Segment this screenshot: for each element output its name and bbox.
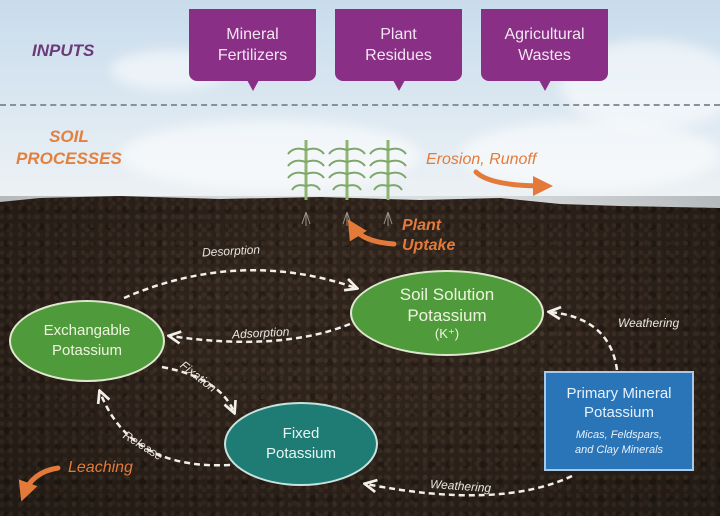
node-label-line1: Exchangable — [43, 322, 131, 339]
cloud — [120, 120, 420, 190]
primary-subtitle: Micas, Feldspars, and Clay Minerals — [575, 428, 663, 458]
primary-subtitle-line2: and Clay Minerals — [574, 444, 664, 456]
primary-title-line1: Primary Mineral — [566, 385, 672, 402]
release-flow-arrow — [100, 392, 231, 467]
node-label-line1: Soil Solution — [399, 285, 495, 304]
plant-uptake-label: Plant Uptake — [402, 216, 455, 256]
inputs-section-label: INPUTS — [32, 41, 95, 60]
input-label-line2: Fertilizers — [217, 47, 288, 64]
desorption-flow-arrow — [123, 268, 356, 300]
node-label-line1: Fixed — [282, 425, 320, 442]
input-label-line1: Mineral — [226, 26, 279, 43]
plant-uptake-line1: Plant — [402, 217, 442, 234]
soil-processes-line2: PROCESSES — [16, 149, 122, 168]
input-label-line2: Residues — [365, 47, 432, 64]
primary-mineral-potassium-box: Primary Mineral Potassium Micas, Feldspa… — [544, 371, 694, 471]
corn-plant-icon — [287, 140, 325, 226]
input-label-line2: Wastes — [518, 47, 571, 64]
corn-plant-icon — [328, 140, 366, 226]
erosion-runoff-label: Erosion, Runoff — [426, 151, 537, 168]
input-label-line1: Agricultural — [504, 26, 585, 43]
inputs-divider-line — [0, 104, 720, 106]
weathering-to-solution-label: Weathering — [618, 316, 680, 330]
leaching-label: Leaching — [68, 459, 133, 476]
input-label-line1: Plant — [380, 26, 417, 43]
soil-processes-line1: SOIL — [49, 127, 89, 146]
primary-subtitle-line1: Micas, Feldspars, — [575, 429, 663, 441]
soil-processes-section-label: SOIL PROCESSES — [16, 126, 122, 170]
exchangeable-potassium-node: Exchangable Potassium — [9, 300, 165, 382]
cloud — [460, 120, 720, 190]
adsorption-label: Adsorption — [231, 324, 290, 342]
plant-uptake-arrow-icon — [347, 219, 397, 247]
fixation-flow-arrow — [161, 365, 234, 412]
node-label-line2: Potassium — [265, 445, 337, 462]
plant-uptake-line2: Uptake — [402, 237, 456, 254]
soil-solution-potassium-node: Soil Solution Potassium (K⁺) — [350, 270, 544, 356]
primary-title-line2: Potassium — [583, 404, 655, 421]
weathering-to-fixed-flow-arrow — [366, 474, 573, 497]
adsorption-flow-arrow — [170, 322, 351, 342]
corn-plant-icon — [369, 140, 407, 226]
node-label-line2: Potassium — [51, 342, 123, 359]
erosion-arrow-icon — [473, 169, 553, 196]
fixed-potassium-node: Fixed Potassium — [224, 402, 378, 486]
node-label-line3: (K⁺) — [434, 326, 460, 341]
node-label-line2: Potassium — [407, 306, 487, 325]
leaching-arrow-icon — [18, 465, 61, 502]
weathering-to-solution-flow-arrow — [550, 312, 619, 371]
